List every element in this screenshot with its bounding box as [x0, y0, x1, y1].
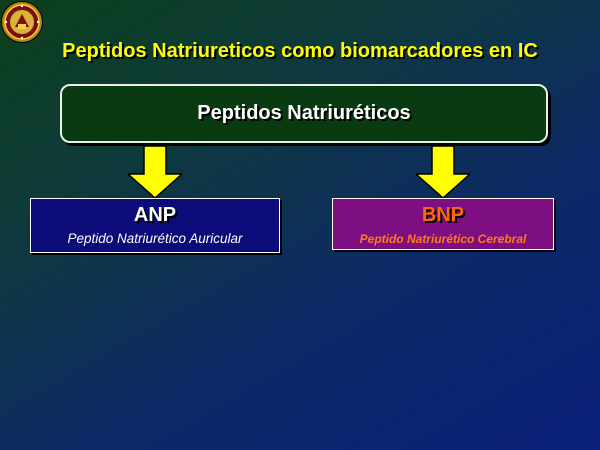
bnp-node: BNP Peptido Natriurético Cerebral: [332, 198, 554, 250]
anp-node: ANP Peptido Natriurético Auricular: [30, 198, 280, 253]
bnp-node-description: Peptido Natriurético Cerebral: [359, 232, 527, 246]
university-seal-icon: [1, 1, 43, 43]
bnp-node-name: BNP: [421, 204, 465, 226]
arrow-down-icon: [128, 146, 182, 200]
anp-node-description: Peptido Natriurético Auricular: [67, 231, 243, 246]
root-node-label: Peptidos Natriuréticos: [197, 102, 411, 124]
slide-title: Peptidos Natriureticos como biomarcadore…: [62, 40, 538, 62]
root-node: Peptidos Natriuréticos: [60, 84, 548, 143]
anp-node-name: ANP: [133, 204, 177, 226]
arrow-down-icon: [416, 146, 470, 200]
